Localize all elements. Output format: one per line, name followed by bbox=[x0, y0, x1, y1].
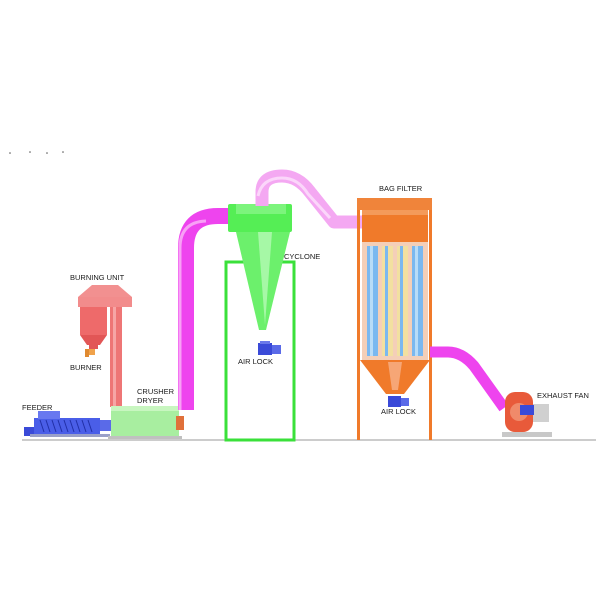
label-burning-unit: BURNING UNIT bbox=[70, 273, 125, 282]
duct-bagfilter-to-fan bbox=[430, 346, 509, 412]
burner bbox=[85, 349, 95, 357]
burning-unit bbox=[78, 285, 132, 407]
cyclone bbox=[224, 204, 296, 442]
rotary-valve-icon bbox=[388, 396, 409, 407]
label-burner: BURNER bbox=[70, 363, 102, 372]
label-exhaust-fan: EXHAUST FAN bbox=[537, 391, 589, 400]
bag-filter-air-lock bbox=[388, 396, 409, 407]
crusher-dryer bbox=[108, 406, 184, 439]
label-cyclone: CYCLONE bbox=[284, 252, 320, 261]
label-bag-filter: BAG FILTER bbox=[379, 184, 423, 193]
label-feeder: FEEDER bbox=[22, 403, 53, 412]
scan-marks bbox=[9, 151, 64, 154]
screw-conveyor-icon bbox=[39, 419, 93, 433]
blower-fan-icon bbox=[502, 392, 552, 437]
label-cyclone-air-lock: AIR LOCK bbox=[238, 357, 273, 366]
label-crusher: CRUSHER bbox=[137, 387, 175, 396]
filter-bags bbox=[367, 246, 423, 356]
rotary-valve-icon bbox=[258, 341, 281, 355]
bag-filter bbox=[357, 198, 432, 440]
label-dryer: DRYER bbox=[137, 396, 164, 405]
label-bag-filter-air-lock: AIR LOCK bbox=[381, 407, 416, 416]
cyclone-air-lock bbox=[258, 341, 281, 355]
exhaust-fan bbox=[502, 392, 552, 437]
duct-dryer-to-cyclone bbox=[178, 208, 236, 410]
feeder bbox=[24, 411, 112, 437]
